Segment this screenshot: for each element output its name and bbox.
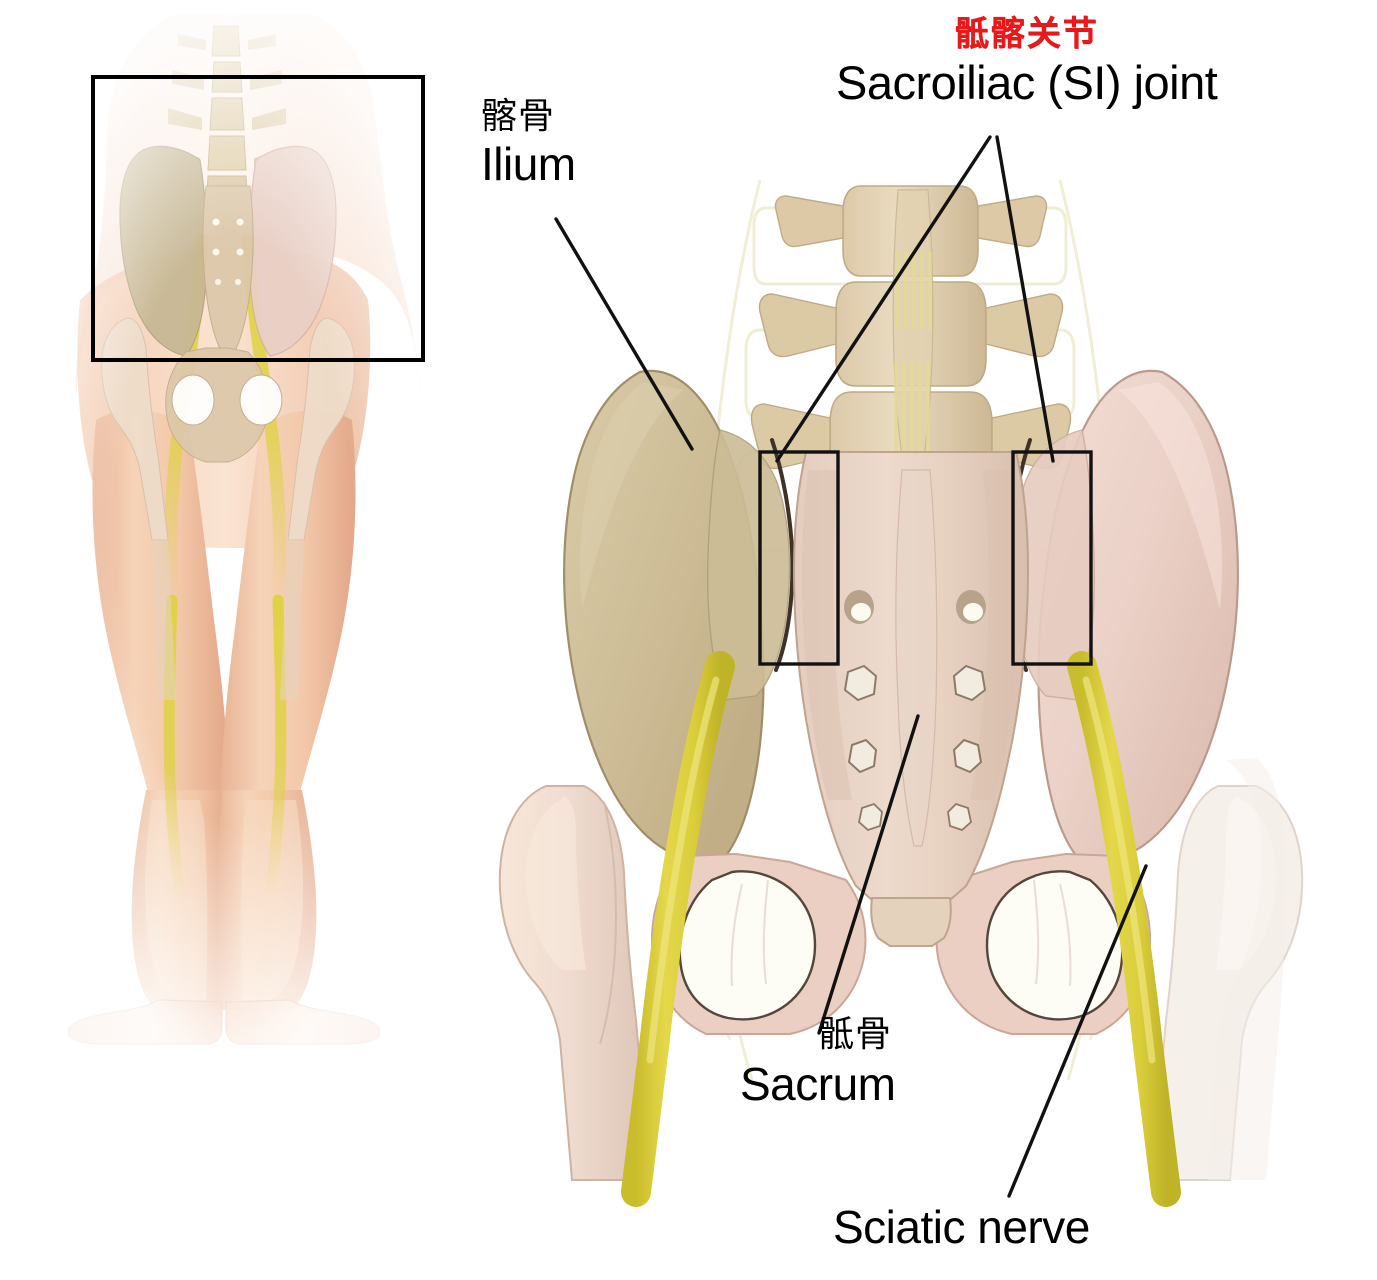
inset-left-foot bbox=[67, 999, 223, 1045]
far-right-ghost-femur bbox=[1208, 758, 1286, 1180]
coccyx-bone bbox=[870, 897, 952, 947]
sacrum-label-en: Sacrum bbox=[740, 1058, 896, 1111]
si-joint-leader-right bbox=[995, 135, 1055, 463]
right-sciatic-nerve-highlight bbox=[1082, 676, 1156, 1064]
right-ilium-sacral-face bbox=[1011, 429, 1096, 701]
main-ghost-vertebra-outline-1 bbox=[752, 206, 1068, 286]
left-ilium-highlight bbox=[580, 382, 684, 610]
sacrum-label: 骶骨 Sacrum bbox=[740, 1014, 896, 1111]
right-obturator-foramen bbox=[985, 870, 1124, 1021]
left-femur-neck-line bbox=[599, 801, 618, 1045]
right-sacral-ala-shade bbox=[970, 470, 1021, 800]
left-sacral-ala-shade bbox=[801, 470, 852, 800]
inset-right-foot bbox=[225, 999, 381, 1045]
callout-lines-group bbox=[554, 135, 1148, 1198]
left-ilium-joint-edge bbox=[770, 438, 795, 672]
sciatic-nerve-label: Sciatic nerve bbox=[833, 1203, 1090, 1252]
foramen-r2 bbox=[952, 664, 987, 702]
sciatic-leader-line bbox=[1007, 864, 1148, 1198]
ilium-leader-line bbox=[554, 217, 694, 451]
foramen-l4 bbox=[858, 802, 883, 832]
left-obturator-foramen bbox=[678, 870, 817, 1021]
inset-highlight-rectangle bbox=[91, 75, 425, 362]
si-joint-label: 骶髂关节 Sacroiliac (SI) joint bbox=[836, 14, 1218, 110]
si-joint-label-en: Sacroiliac (SI) joint bbox=[836, 56, 1218, 110]
vertebra-top-process-left bbox=[774, 195, 844, 248]
ilium-label-en: Ilium bbox=[481, 138, 576, 191]
si-joint-highlight-right bbox=[1011, 450, 1093, 666]
left-sciatic-nerve-highlight bbox=[646, 676, 720, 1064]
si-joint-highlight-left bbox=[758, 450, 840, 666]
inset-lower-body-panel bbox=[20, 0, 450, 1060]
foramen-r4 bbox=[947, 802, 972, 832]
left-foramen-striation bbox=[730, 879, 769, 987]
si-joint-label-cn: 骶髂关节 bbox=[954, 14, 1099, 54]
left-ilium-sacral-face bbox=[706, 429, 791, 701]
sciatic-nerve-label-en: Sciatic nerve bbox=[833, 1201, 1090, 1253]
si-joint-leader-left bbox=[775, 135, 992, 463]
foramen-l2 bbox=[843, 664, 878, 702]
inset-right-obturator-foramen bbox=[239, 374, 283, 426]
ilium-label: 髂骨 Ilium bbox=[481, 96, 576, 191]
sacral-foramina-group bbox=[843, 590, 987, 832]
sacrum-leader-line bbox=[817, 714, 920, 1035]
left-greater-trochanter-highlight bbox=[526, 796, 586, 970]
right-foramen-striation bbox=[1033, 879, 1072, 987]
main-pelvis-panel bbox=[498, 179, 1304, 1207]
vertebra-mid-process-right bbox=[985, 293, 1064, 358]
foramen-l3 bbox=[847, 738, 878, 774]
vertebra-mid-process-left bbox=[758, 293, 837, 358]
ilium-label-cn: 髂骨 bbox=[481, 96, 556, 137]
foramen-r3 bbox=[952, 738, 983, 774]
inset-left-obturator-foramen bbox=[171, 374, 215, 426]
right-ilium-highlight bbox=[1118, 382, 1222, 610]
sacrum-label-cn: 骶骨 bbox=[818, 1014, 893, 1055]
